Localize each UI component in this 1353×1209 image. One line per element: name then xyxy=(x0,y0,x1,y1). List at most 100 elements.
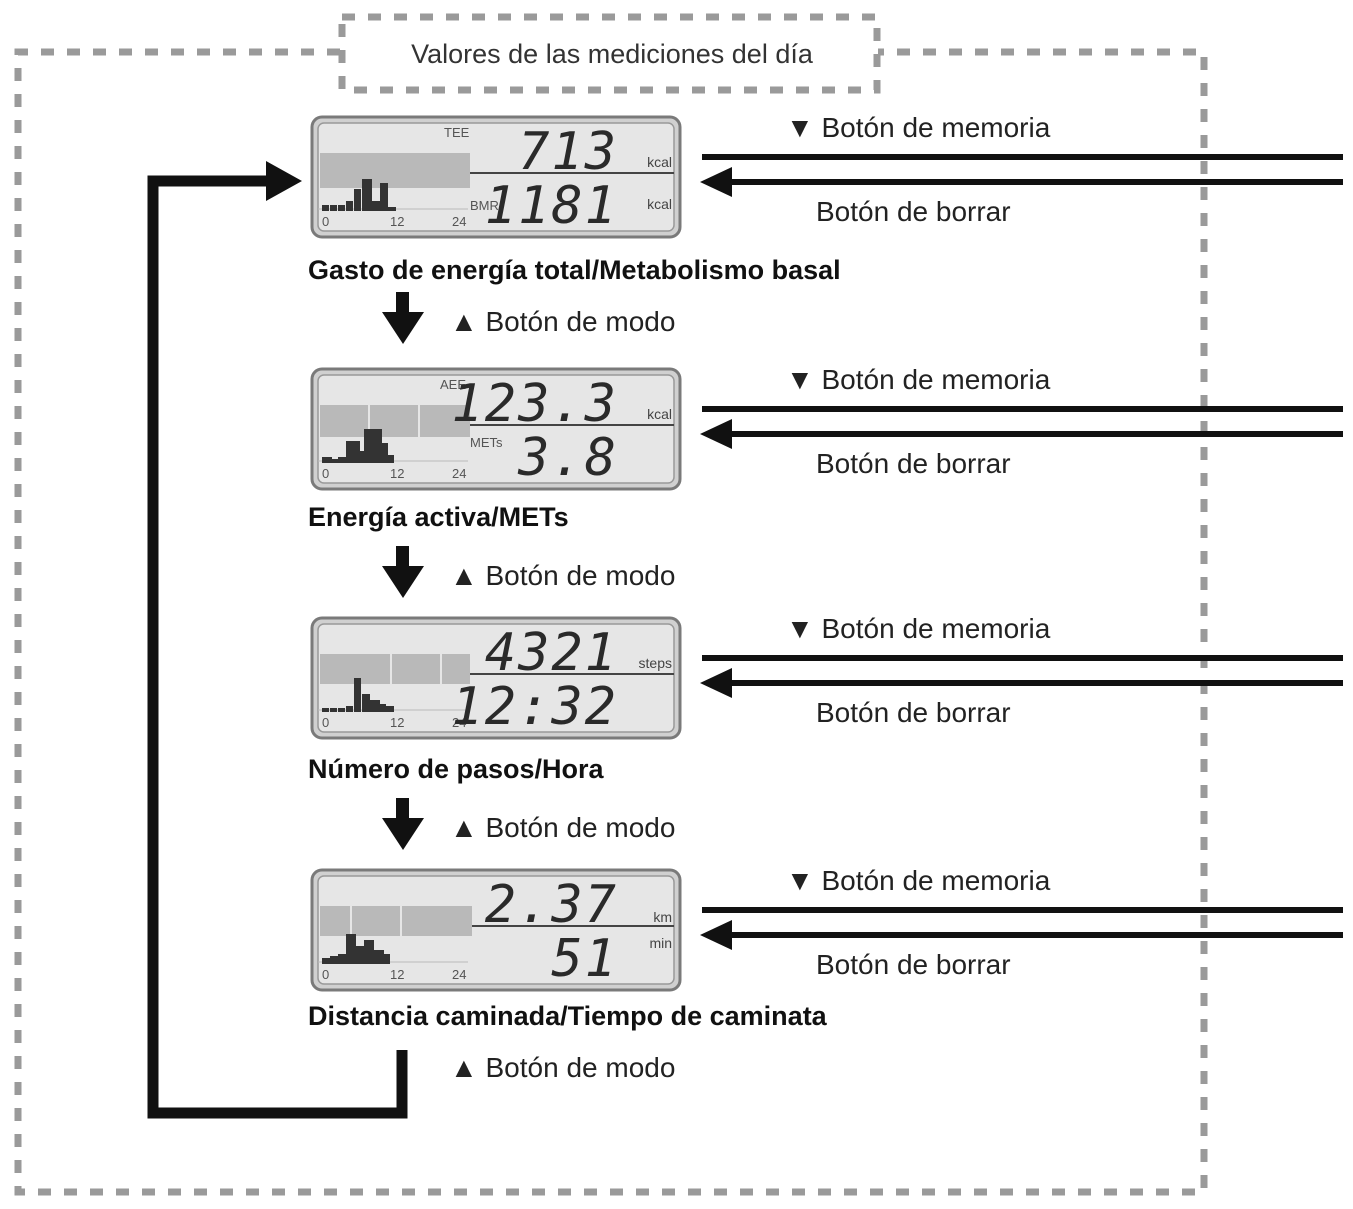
top-value: 2.37 xyxy=(485,875,618,935)
histogram-bar xyxy=(362,694,370,712)
mode-button-label: ▲ Botón de modo xyxy=(450,560,675,591)
mode-button-label: ▲ Botón de modo xyxy=(450,306,675,337)
lcd-gray-band xyxy=(420,405,470,437)
clear-button-label: Botón de borrar xyxy=(816,697,1011,728)
histogram-bar xyxy=(338,954,346,964)
down-arrow-shaft xyxy=(396,292,409,314)
bottom-label: BMR xyxy=(470,198,499,213)
top-unit: km xyxy=(653,909,672,925)
lcd-gray-band xyxy=(402,906,472,936)
histogram-bar xyxy=(322,958,330,964)
histogram-bar xyxy=(330,459,344,463)
bottom-value: 3.8 xyxy=(517,428,618,488)
axis-tick-label: 12 xyxy=(390,967,404,982)
lcd-gray-band xyxy=(320,906,350,936)
axis-tick-label: 12 xyxy=(390,466,404,481)
title-box: Valores de las mediciones del día xyxy=(338,13,881,94)
memory-button-label: ▼ Botón de memoria xyxy=(786,364,1051,395)
down-arrow-shaft xyxy=(396,798,409,820)
clear-arrowhead xyxy=(700,167,732,197)
screen-caption: Número de pasos/Hora xyxy=(308,754,605,784)
lcd-gray-band xyxy=(392,654,440,684)
top-value: 4321 xyxy=(485,623,618,683)
lcd-panel xyxy=(317,623,675,733)
histogram-bar xyxy=(346,934,356,964)
mode-step-1: ▲ Botón de modo xyxy=(382,292,675,344)
top-label: TEE xyxy=(444,125,470,140)
histogram-bar xyxy=(346,201,353,211)
lcd-gray-band xyxy=(320,405,368,437)
clear-arrowhead xyxy=(700,419,732,449)
down-arrow-head xyxy=(382,818,424,850)
clear-button-label: Botón de borrar xyxy=(816,448,1011,479)
histogram-bar xyxy=(382,455,394,463)
axis-tick-label: 24 xyxy=(452,214,466,229)
lcd-gray-band xyxy=(442,654,470,684)
histogram-bar xyxy=(330,708,337,712)
screen-caption: Gasto de energía total/Metabolismo basal xyxy=(308,255,841,285)
histogram-bar xyxy=(322,708,329,712)
axis-tick-label: 12 xyxy=(390,715,404,730)
memory-button-label: ▼ Botón de memoria xyxy=(786,112,1051,143)
histogram-bar xyxy=(322,205,329,211)
clear-button-label: Botón de borrar xyxy=(816,196,1011,227)
bottom-value: 12:32 xyxy=(451,677,618,737)
lcd-panel xyxy=(317,875,675,985)
bottom-value: 51 xyxy=(551,929,618,989)
histogram-bar xyxy=(330,205,337,211)
axis-tick-label: 12 xyxy=(390,214,404,229)
down-arrow-head xyxy=(382,566,424,598)
bottom-unit: kcal xyxy=(647,196,672,212)
clear-arrowhead xyxy=(700,920,732,950)
loop-back-arrow xyxy=(147,161,408,1119)
histogram-bar xyxy=(354,189,361,211)
histogram-bar xyxy=(382,954,390,964)
top-unit: kcal xyxy=(647,154,672,170)
histogram-bar xyxy=(338,708,345,712)
down-arrow-head xyxy=(382,312,424,344)
top-value: 713 xyxy=(518,122,618,182)
clear-button-label: Botón de borrar xyxy=(816,949,1011,980)
top-label: AEE xyxy=(440,377,466,392)
histogram-bar xyxy=(338,205,345,211)
axis-tick-label: 0 xyxy=(322,715,329,730)
lcd-panel xyxy=(317,374,675,484)
mode-button-label: ▲ Botón de modo xyxy=(450,812,675,843)
lcd-panel xyxy=(317,122,675,232)
screen-caption: Energía activa/METs xyxy=(308,502,569,532)
axis-tick-label: 0 xyxy=(322,214,329,229)
histogram-bar xyxy=(386,706,394,712)
histogram-bar xyxy=(330,956,338,964)
top-unit: steps xyxy=(639,655,672,671)
mode-steps: ▲ Botón de modo ▲ Botón de modo ▲ Botón de… xyxy=(382,292,675,1083)
histogram-bar xyxy=(388,207,396,211)
bottom-value: 1181 xyxy=(485,176,618,236)
mode-button-label: ▲ Botón de modo xyxy=(450,1052,675,1083)
bottom-unit: min xyxy=(649,935,672,951)
axis-tick-label: 0 xyxy=(322,967,329,982)
top-unit: kcal xyxy=(647,406,672,422)
histogram-bar xyxy=(354,678,361,712)
lcd-gray-band xyxy=(352,906,400,936)
clear-arrowhead xyxy=(700,668,732,698)
down-arrow-shaft xyxy=(396,546,409,568)
mode-step-3: ▲ Botón de modo xyxy=(382,798,675,850)
axis-tick-label: 0 xyxy=(322,466,329,481)
mode-step-2: ▲ Botón de modo xyxy=(382,546,675,598)
memory-button-label: ▼ Botón de memoria xyxy=(786,613,1051,644)
histogram-bar xyxy=(364,940,374,964)
axis-tick-label: 24 xyxy=(452,967,466,982)
lcd-gray-band xyxy=(320,153,470,188)
histogram-bar xyxy=(370,700,380,712)
histogram-bar xyxy=(356,946,366,964)
axis-tick-label: 24 xyxy=(452,466,466,481)
bottom-label: METs xyxy=(470,435,503,450)
top-value: 123.3 xyxy=(451,374,618,434)
axis-tick-label: 24 xyxy=(452,715,466,730)
histogram-bar xyxy=(372,201,380,211)
